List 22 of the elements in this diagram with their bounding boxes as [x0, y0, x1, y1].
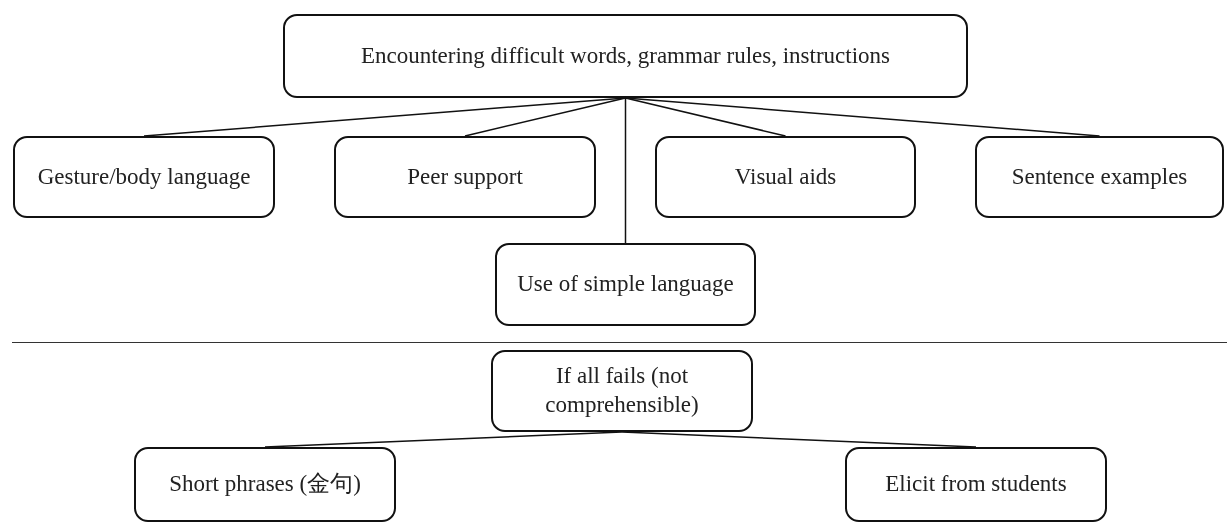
- box-text: Use of simple language: [517, 270, 734, 299]
- box-text: Visual aids: [734, 162, 837, 191]
- rounded-box: [283, 14, 968, 98]
- box-text: Sentence examples: [1011, 162, 1188, 191]
- connector-line: [464, 97, 627, 137]
- connector-line: [624, 97, 627, 244]
- box-text: Gesture/body language: [37, 162, 251, 191]
- rounded-box: [655, 136, 916, 218]
- box-text: Encountering difficult words, grammar rules, instructions: [360, 41, 891, 70]
- box-text: Peer support: [407, 162, 523, 191]
- rounded-box: [491, 350, 753, 432]
- rounded-box: [13, 136, 275, 218]
- box-text: If all fails (not comprehensible): [544, 362, 700, 419]
- rounded-box: [334, 136, 596, 218]
- connector-line: [264, 431, 623, 448]
- rounded-box: [975, 136, 1224, 218]
- rounded-box: [495, 243, 756, 326]
- rounded-box: [134, 447, 396, 522]
- box-text: Elicit from students: [885, 470, 1067, 499]
- box-text: Short phrases (金句): [169, 470, 361, 499]
- connector-line: [621, 431, 977, 448]
- rounded-box: [845, 447, 1107, 522]
